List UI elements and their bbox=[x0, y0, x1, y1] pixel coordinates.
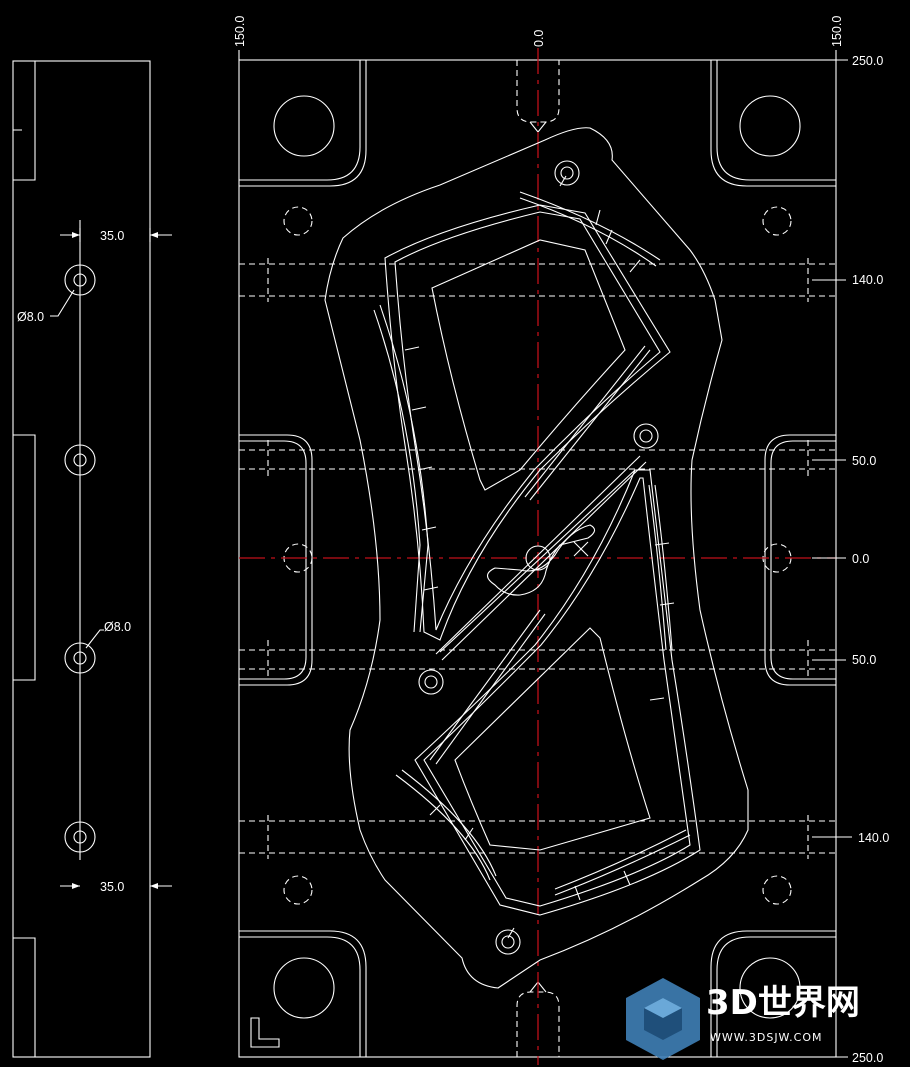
cube-logo-icon bbox=[626, 978, 700, 1060]
top-label-center: 0.0 bbox=[532, 30, 546, 47]
watermark-url: WWW.3DSJW.COM bbox=[710, 1031, 823, 1044]
dim-35-bottom: 35.0 bbox=[100, 880, 124, 894]
dim-35-top: 35.0 bbox=[100, 229, 124, 243]
right-label-250-top: 250.0 bbox=[852, 54, 883, 68]
hole-3 bbox=[64, 642, 96, 674]
right-label-50-top: 50.0 bbox=[852, 454, 876, 468]
right-label-140-bottom: 140.0 bbox=[858, 831, 889, 845]
dia-label-top: Ø8.0 bbox=[17, 310, 44, 324]
right-label-250-bottom: 250.0 bbox=[852, 1051, 883, 1065]
dia-label-mid: Ø8.0 bbox=[104, 620, 131, 634]
hole-4 bbox=[64, 821, 96, 853]
right-label-zero: 0.0 bbox=[852, 552, 869, 566]
top-label-right: 150.0 bbox=[830, 16, 844, 47]
mold-plate bbox=[238, 48, 837, 1065]
right-label-140-top: 140.0 bbox=[852, 273, 883, 287]
hole-1 bbox=[64, 264, 96, 296]
watermark: 3D世界网 WWW.3DSJW.COM bbox=[626, 978, 860, 1060]
axis-labels: 150.0 0.0 150.0 250.0 140.0 50.0 0.0 50.… bbox=[233, 16, 889, 1065]
watermark-brand: 3D世界网 bbox=[706, 983, 860, 1023]
right-label-50-bottom: 50.0 bbox=[852, 653, 876, 667]
top-label-left: 150.0 bbox=[233, 16, 247, 47]
side-view: 35.0 35.0 Ø8.0 Ø8.0 bbox=[12, 60, 172, 1058]
hole-2 bbox=[64, 444, 96, 476]
